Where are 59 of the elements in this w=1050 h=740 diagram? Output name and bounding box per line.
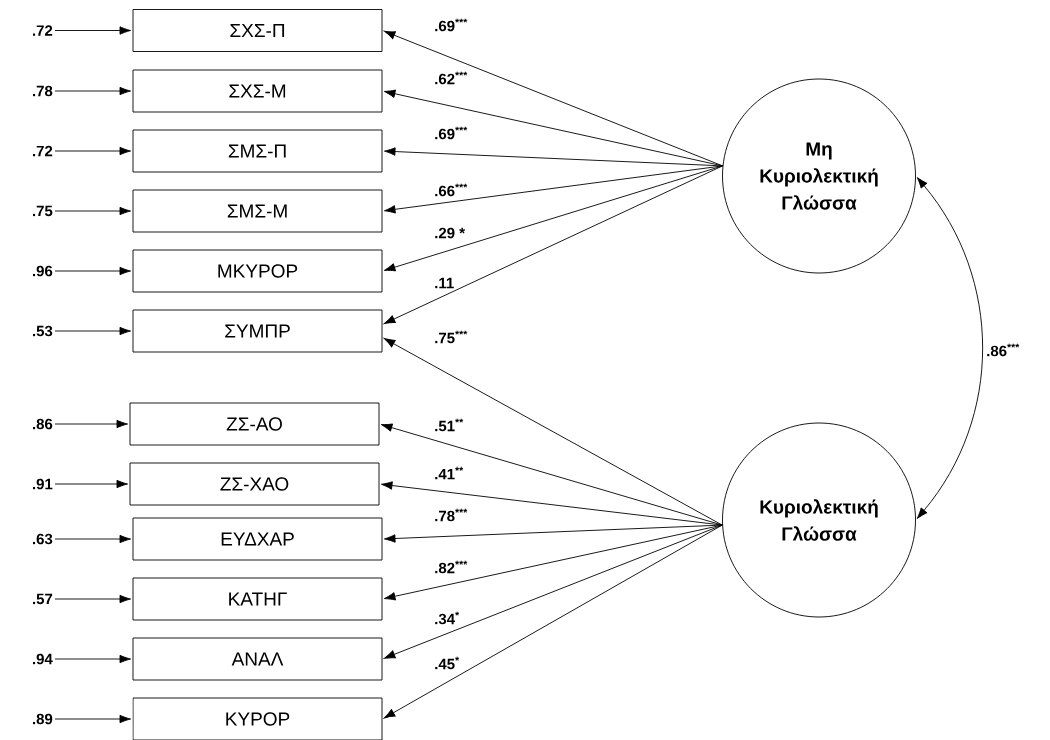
edge-label: .75$^{***}$ xyxy=(433,329,469,345)
error-value: .94 xyxy=(32,653,53,665)
variable-box: ΣΧΣ-Μ xyxy=(132,69,383,113)
arrow xyxy=(384,524,723,543)
arrow xyxy=(54,419,128,429)
edge-label: .78$^{***}$ xyxy=(433,507,469,523)
arrow xyxy=(54,26,131,35)
edge-label: .34$^{*}$ xyxy=(433,610,461,626)
arrow xyxy=(383,338,723,526)
edge-label: .69$^{***}$ xyxy=(433,17,469,33)
error-value: .91 xyxy=(32,478,53,490)
error-value: .78 xyxy=(32,85,53,97)
arrow xyxy=(54,534,131,544)
arrow xyxy=(54,146,131,156)
arrow xyxy=(384,165,724,214)
arrow xyxy=(383,30,724,167)
arrow xyxy=(383,524,723,719)
edge-label: .82$^{***}$ xyxy=(433,559,469,575)
edge-label: .29 * xyxy=(433,226,467,240)
error-value: .75 xyxy=(32,205,53,217)
arrow xyxy=(381,481,723,526)
error-value: .72 xyxy=(32,25,53,36)
error-value: .63 xyxy=(32,533,53,545)
variable-box: ΖΣ-ΧΑΟ xyxy=(129,462,380,506)
edge-label: .62$^{***}$ xyxy=(433,70,469,86)
edge-label: .45$^{*}$ xyxy=(433,655,461,671)
variable-box: ΜΚΥΡΟΡ xyxy=(132,249,383,293)
arrow xyxy=(916,177,984,519)
variable-box: ΑΝΑΛ xyxy=(132,637,383,681)
edge-label: .11 xyxy=(433,276,456,290)
arrow xyxy=(54,594,131,604)
variable-box: ΕΥΔΧΑΡ xyxy=(132,517,383,561)
edge-label: .51$^{**}$ xyxy=(433,417,465,433)
arrow xyxy=(383,524,723,659)
error-value: .57 xyxy=(32,593,53,605)
arrow xyxy=(54,714,131,724)
variable-box: ΣΥΜΠΡ xyxy=(132,309,383,353)
edge-label: .69$^{***}$ xyxy=(433,125,469,141)
edge-label: .86$^{***}$ xyxy=(985,342,1021,358)
error-value: .86 xyxy=(32,418,53,430)
arrow xyxy=(54,479,128,489)
variable-box: ΖΣ-ΑΟ xyxy=(129,402,380,446)
variable-box: ΣΧΣ-Π xyxy=(132,9,383,52)
edge-label: .66$^{***}$ xyxy=(433,182,469,198)
variable-box: ΣΜΣ-Π xyxy=(132,129,383,173)
arrow xyxy=(54,86,131,96)
error-value: .96 xyxy=(32,265,53,277)
arrow xyxy=(54,326,131,336)
variable-box: ΚΑΤΗΓ xyxy=(132,577,383,621)
arrow xyxy=(54,654,131,664)
arrow xyxy=(383,165,724,325)
arrow xyxy=(54,206,131,216)
arrow xyxy=(54,266,131,276)
error-value: .89 xyxy=(32,713,53,725)
variable-box: ΚΥΡΟΡ xyxy=(132,697,383,740)
error-value: .53 xyxy=(32,325,53,337)
variable-box: ΣΜΣ-Μ xyxy=(132,189,383,233)
edge-label: .41$^{**}$ xyxy=(433,465,465,481)
error-value: .72 xyxy=(32,145,53,157)
